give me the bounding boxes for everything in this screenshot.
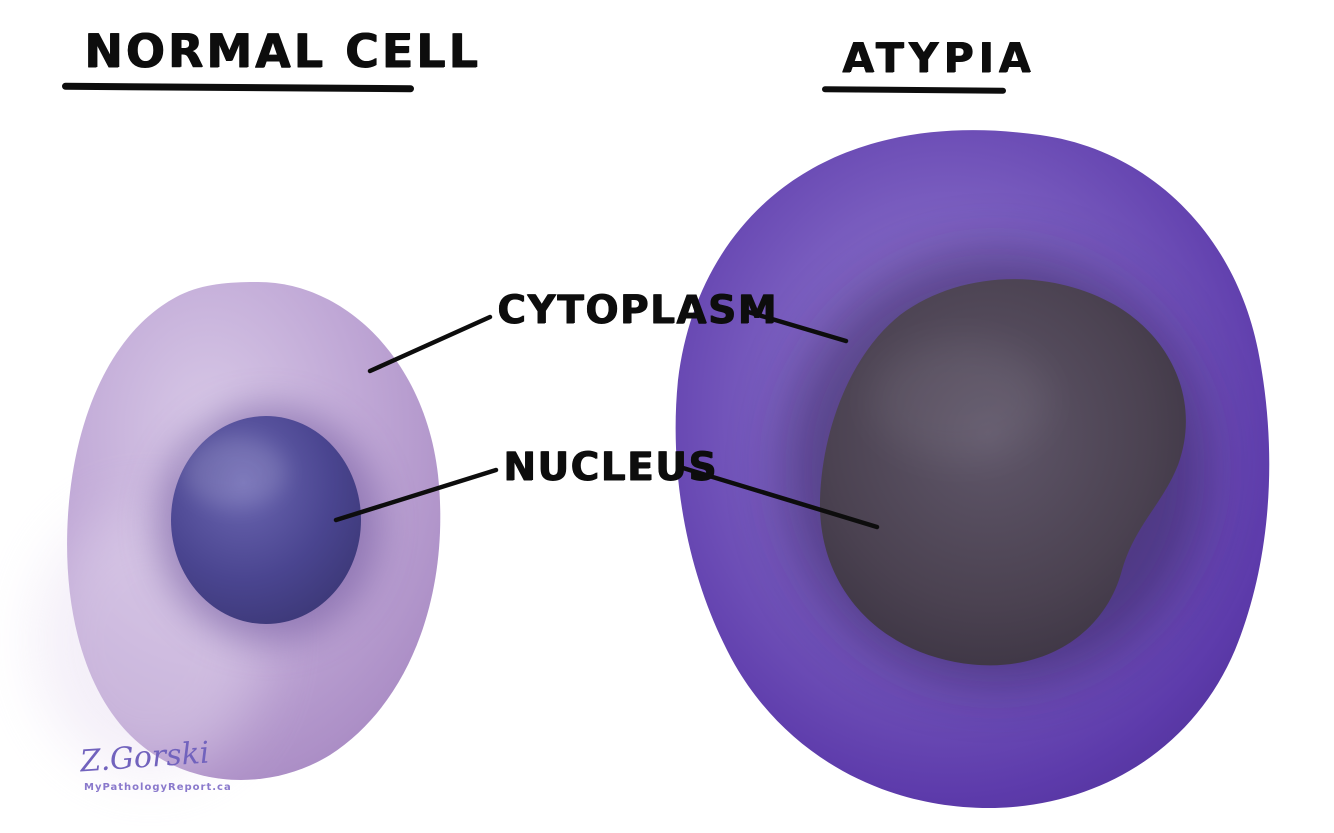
cytoplasm-pointer-left xyxy=(367,314,493,374)
nucleus-pointer-left xyxy=(333,467,499,523)
normal-nucleus-highlight xyxy=(183,436,287,508)
pointer-lines xyxy=(333,308,880,530)
cytoplasm-label: CYTOPLASM xyxy=(497,288,778,333)
nucleus-pointer-right xyxy=(680,465,880,530)
nucleus-label: NUCLEUS xyxy=(503,445,718,490)
atypia-title: ATYPIA xyxy=(842,34,1036,82)
website-credit: MyPathologyReport.ca xyxy=(84,782,232,793)
normal-cell-title: NORMAL CELL xyxy=(84,24,481,78)
normal-cell xyxy=(35,282,441,780)
atypia-cell xyxy=(675,130,1270,809)
cytoplasm-pointer-right xyxy=(742,308,849,344)
atypia-nucleus-highlight xyxy=(870,340,1050,460)
